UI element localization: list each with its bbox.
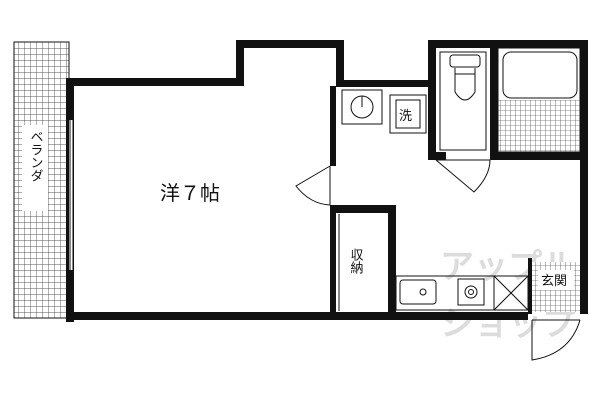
- washer-area: 洗: [341, 89, 427, 134]
- veranda: ベランダ: [13, 41, 70, 319]
- entrance-door: [531, 319, 581, 361]
- veranda-label: ベランダ: [28, 130, 44, 182]
- closet-label: 収納: [348, 248, 364, 275]
- main-room-door: [295, 165, 331, 206]
- walls: [66, 40, 588, 322]
- entrance: 玄関: [532, 262, 580, 312]
- bathtub: [497, 47, 581, 153]
- entrance-label: 玄関: [541, 274, 567, 289]
- washer-label: 洗: [399, 109, 412, 124]
- toilet-door: [435, 159, 491, 193]
- kitchen: [395, 275, 529, 311]
- western-room-label: 洋７帖: [160, 181, 220, 205]
- toilet: [439, 51, 487, 151]
- closet: 収納: [337, 213, 387, 311]
